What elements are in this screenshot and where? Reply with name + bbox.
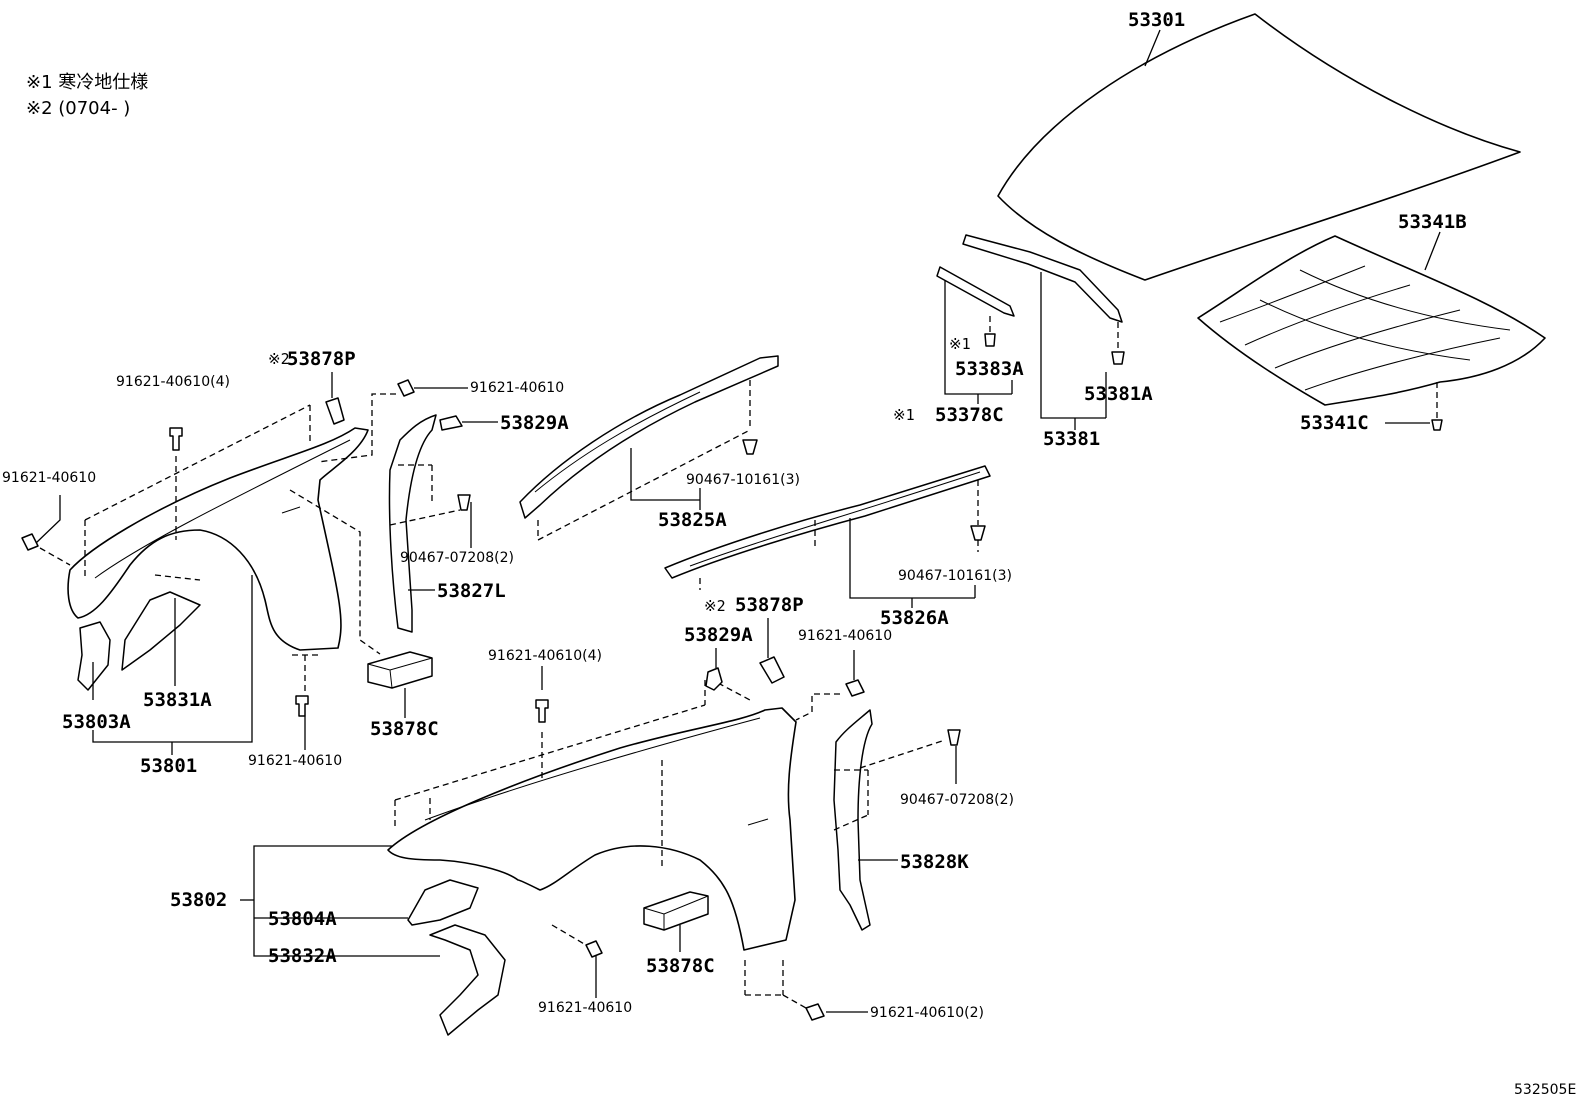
label-53878C-upper: 53878C	[370, 718, 439, 740]
clip-53383A	[984, 333, 996, 347]
seal-53829A-upper	[439, 415, 463, 431]
clip-90467-10161-b	[970, 525, 986, 541]
marker-2-53878P-lower: ※2	[704, 597, 726, 615]
bolt-91621-f	[845, 679, 865, 697]
label-53829A-lower: 53829A	[684, 624, 753, 646]
label-53803A: 53803A	[62, 711, 131, 733]
clip-90467-10161-a	[742, 439, 758, 455]
label-53828K: 53828K	[900, 851, 969, 873]
label-53878C-lower: 53878C	[646, 955, 715, 977]
bolt-91621-b	[21, 533, 39, 551]
note-production-date: ※2 (0704- )	[26, 98, 130, 119]
bracket-53832A	[429, 924, 506, 1036]
fender-seal-upper	[519, 355, 779, 519]
bracket-53804A	[407, 879, 479, 926]
label-53383A: 53383A	[955, 358, 1024, 380]
label-clip-90467-07208-b: 90467-07208(2)	[900, 792, 1014, 808]
bolt-91621-h	[805, 1003, 825, 1021]
note-cold-region: ※1 寒冷地仕様	[26, 72, 148, 93]
label-53826A: 53826A	[880, 607, 949, 629]
hood-rear-seal	[962, 234, 1123, 323]
bolt-91621-g	[585, 940, 603, 958]
label-bolt-91621-g: 91621-40610	[538, 1000, 632, 1016]
label-53831A: 53831A	[143, 689, 212, 711]
bolt-91621-d	[397, 379, 415, 397]
bolt-91621-e	[535, 699, 549, 723]
marker-2-53878P-upper: ※2	[268, 350, 290, 368]
label-53381A: 53381A	[1084, 383, 1153, 405]
label-53801: 53801	[140, 755, 197, 777]
pad-53878C-lower	[643, 891, 709, 931]
pad-53878P-lower	[759, 656, 785, 684]
fender-left-upper	[67, 427, 369, 651]
bolt-91621-c	[295, 695, 309, 717]
label-bolt-91621-b: 91621-40610	[2, 470, 96, 486]
label-bolt-91621-f: 91621-40610	[798, 628, 892, 644]
seal-53829A-lower	[705, 667, 723, 691]
pad-53878P-upper	[325, 397, 345, 425]
fender-seal-lower	[664, 465, 991, 579]
label-53825A: 53825A	[658, 509, 727, 531]
diagram-code: 532505E	[1514, 1082, 1576, 1098]
label-bolt-91621-h: 91621-40610(2)	[870, 1005, 984, 1021]
splash-shield-53828K	[833, 709, 873, 931]
label-53341C: 53341C	[1300, 412, 1369, 434]
hood-panel	[997, 13, 1521, 281]
clip-90467-07208-b	[947, 729, 961, 746]
bracket-53803A	[77, 621, 111, 691]
splash-shield-53827L	[388, 414, 437, 633]
clip-53381A	[1111, 351, 1125, 365]
label-53878P-lower: 53878P	[735, 594, 804, 616]
bracket-53831A	[121, 591, 201, 671]
marker-1-53383A: ※1	[949, 335, 971, 353]
label-bolt-91621-c: 91621-40610	[248, 753, 342, 769]
label-53341B: 53341B	[1398, 211, 1467, 233]
label-53827L: 53827L	[437, 580, 506, 602]
fender-right-lower	[387, 707, 797, 951]
clip-53341C	[1431, 419, 1443, 431]
hood-insulator	[1197, 235, 1546, 406]
label-90467-10161-b: 90467-10161(3)	[898, 568, 1012, 584]
label-53802: 53802	[170, 889, 227, 911]
label-bolt-91621-d: 91621-40610	[470, 380, 564, 396]
label-53804A: 53804A	[268, 908, 337, 930]
label-53301: 53301	[1128, 9, 1185, 31]
label-53381: 53381	[1043, 428, 1100, 450]
label-53878P-upper: 53878P	[287, 348, 356, 370]
label-53378C: 53378C	[935, 404, 1004, 426]
label-53832A: 53832A	[268, 945, 337, 967]
hood-side-seal	[936, 266, 1015, 317]
bolt-91621-a	[169, 427, 183, 451]
label-bolt-91621-a: 91621-40610(4)	[116, 374, 230, 390]
label-bolt-91621-e: 91621-40610(4)	[488, 648, 602, 664]
label-clip-90467-07208-a: 90467-07208(2)	[400, 550, 514, 566]
label-53829A-upper: 53829A	[500, 412, 569, 434]
label-90467-10161-a: 90467-10161(3)	[686, 472, 800, 488]
clip-90467-07208-a	[457, 494, 471, 511]
pad-53878C-upper	[367, 651, 433, 689]
marker-1-53378C: ※1	[893, 406, 915, 424]
